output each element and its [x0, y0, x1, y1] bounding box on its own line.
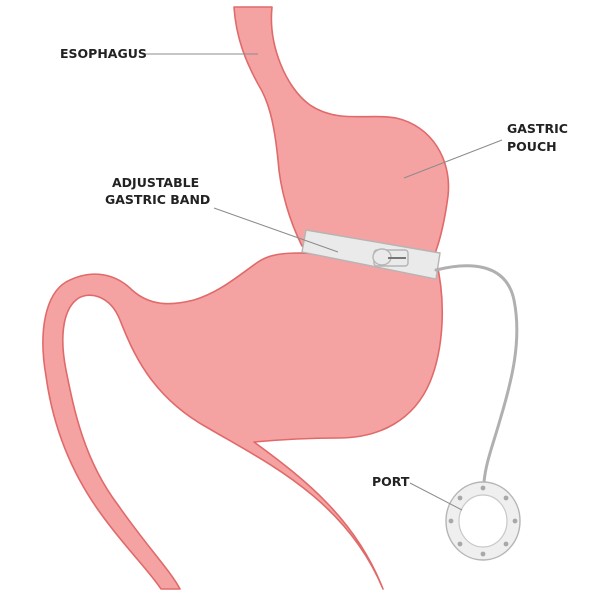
- port-holes: [448, 485, 518, 557]
- stomach-and-intestine: [42, 252, 444, 590]
- gastric-pouch-label-line2: POUCH: [507, 139, 557, 154]
- port-leader-line: [409, 482, 463, 511]
- esophagus-label: ESOPHAGUS: [60, 46, 147, 61]
- port-septum: [458, 494, 508, 548]
- gastric-band-label-line1: ADJUSTABLE: [112, 175, 199, 190]
- band-body: [301, 229, 441, 280]
- gastric-pouch-label-line1: GASTRIC: [507, 121, 568, 136]
- port-label: PORT: [372, 474, 410, 489]
- gastric-band-leader-line: [213, 207, 339, 253]
- gastric-band-label-line2: GASTRIC BAND: [105, 192, 210, 207]
- esophagus-and-gastric-pouch: [233, 6, 450, 257]
- adjustable-gastric-band: [301, 229, 441, 280]
- gastric-pouch-leader-line: [403, 139, 503, 179]
- access-port: [445, 481, 521, 561]
- connecting-tube: [434, 264, 519, 484]
